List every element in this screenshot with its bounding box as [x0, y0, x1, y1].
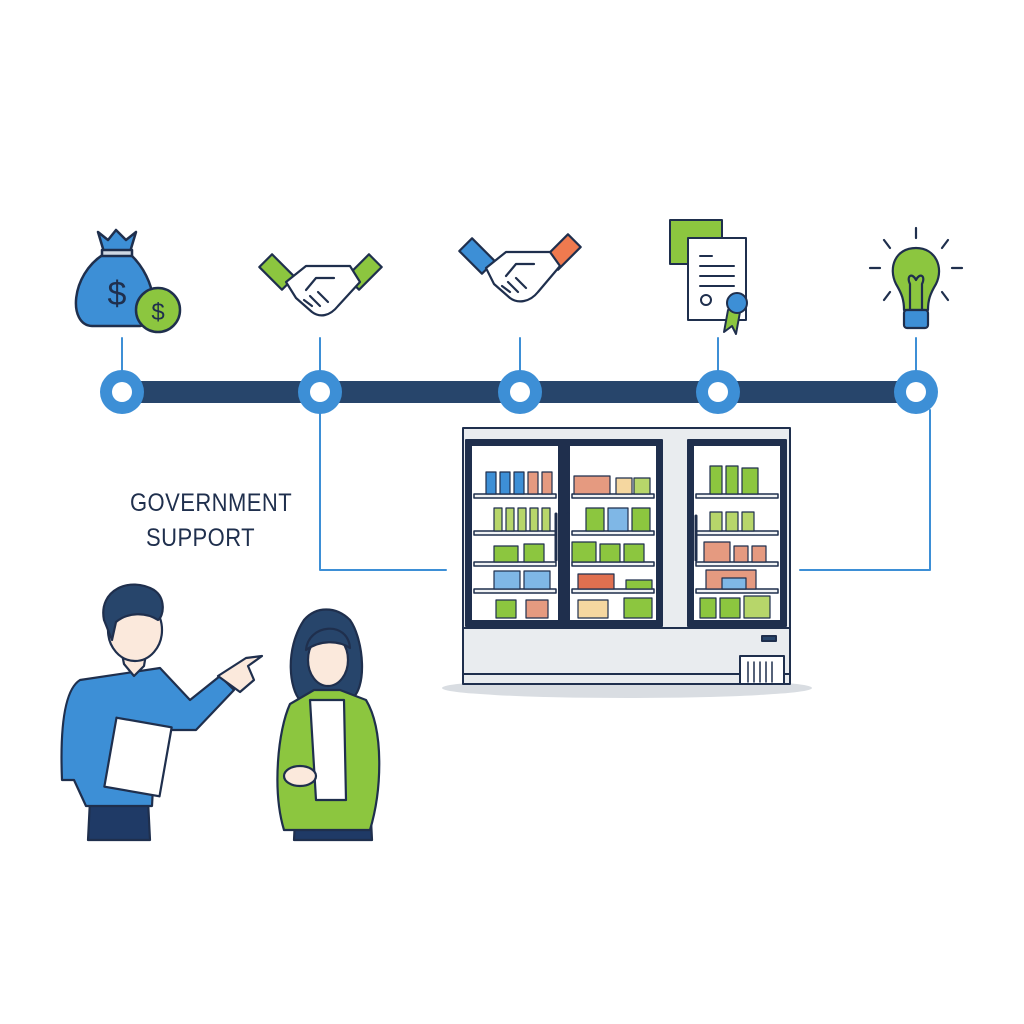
caption-line-2: SUPPORT — [146, 524, 256, 552]
svg-text:$: $ — [108, 275, 127, 313]
connector-lines — [121, 337, 931, 571]
man-figure — [60, 583, 264, 842]
money-bag-icon: $ $ — [74, 228, 182, 334]
woman-figure — [276, 608, 381, 842]
svg-text:$: $ — [151, 299, 164, 326]
timeline-nodes — [100, 370, 938, 414]
refrigerator-display — [442, 427, 812, 698]
handshake-blue-orange-icon — [458, 233, 582, 303]
handshake-green-icon — [258, 253, 383, 317]
products — [485, 465, 771, 619]
timeline-node-4 — [696, 370, 740, 414]
timeline-node-5 — [894, 370, 938, 414]
lightbulb-icon — [868, 226, 964, 330]
timeline-node-2 — [298, 370, 342, 414]
certificate-icon — [669, 219, 748, 335]
timeline-node-1 — [100, 370, 144, 414]
caption-line-1: GOVERNMENT — [130, 489, 293, 517]
timeline-node-3 — [498, 370, 542, 414]
